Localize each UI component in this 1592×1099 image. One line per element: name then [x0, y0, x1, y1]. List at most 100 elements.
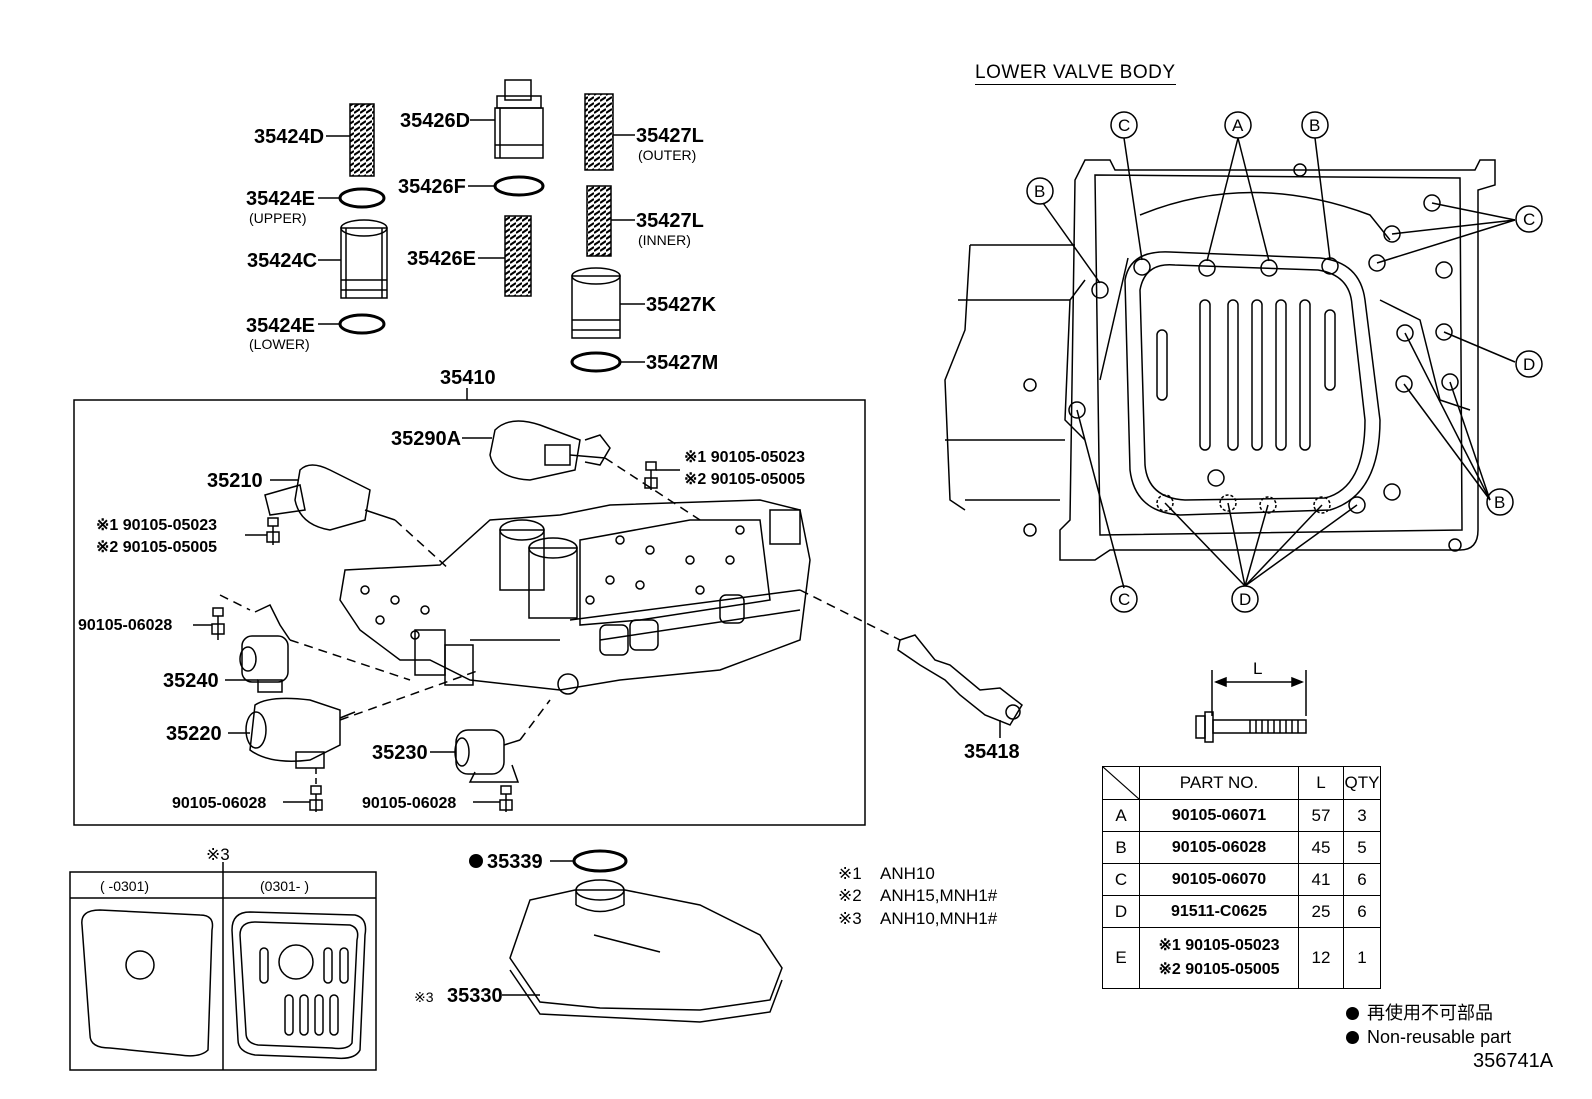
callout-leaders [1042, 137, 1516, 589]
label-35424C: 35424C [247, 250, 317, 272]
strainer-35330 [509, 879, 783, 1023]
o-ring-35427M [570, 351, 622, 373]
label-35424E-upper: 35424E [246, 188, 315, 210]
label-bolt-06028-b: 90105-06028 [172, 795, 266, 812]
label-35339: 35339 [487, 851, 543, 873]
row-part-no: 90105-06070 [1139, 863, 1299, 896]
callout-b-left [1026, 177, 1054, 205]
row-key: B [1102, 831, 1140, 864]
sleeve-35424C [340, 219, 388, 299]
solenoid-35210 [264, 464, 396, 531]
callout-b-left-letter: B [1034, 182, 1045, 201]
diagonal-line-icon [1103, 767, 1139, 799]
inset-right-range: (0301- ) [260, 878, 309, 894]
callout-b-bottom-letter: B [1494, 493, 1505, 512]
callout-a-top-letter: A [1232, 116, 1244, 135]
legend-line-2: Non-reusable part [1346, 1025, 1511, 1049]
legend-text-jp: 再使用不可部品 [1367, 1003, 1493, 1023]
solenoid-35230 [454, 729, 521, 783]
row-length: 25 [1298, 895, 1344, 928]
callout-c-right-letter: C [1523, 210, 1535, 229]
solenoid-35290A [489, 420, 611, 481]
table-row: C 90105-06070 41 6 [1102, 863, 1381, 896]
note-3-mark: ※3 [838, 909, 862, 928]
label-bolt-06028-c: 90105-06028 [362, 795, 456, 812]
label-35426F: 35426F [398, 176, 466, 198]
table-header-row: PART NO. L QTY [1102, 766, 1381, 800]
label-bolt-top-2: ※2 90105-05005 [684, 471, 805, 488]
row-length: 12 [1298, 927, 1344, 989]
row-length: 45 [1298, 831, 1344, 864]
lower-valve-body-view [944, 159, 1496, 561]
legend-text-en: Non-reusable part [1367, 1027, 1512, 1047]
callout-b-top-letter: B [1309, 116, 1320, 135]
table-row: A 90105-06071 57 3 [1102, 799, 1381, 832]
label-bolt-left-1: ※1 90105-05023 [96, 517, 217, 534]
row-qty: 1 [1343, 927, 1381, 989]
note-2-mark: ※2 [838, 886, 862, 905]
callout-d-right [1515, 350, 1543, 378]
label-35330: 35330 [447, 985, 503, 1007]
label-35210: 35210 [207, 470, 263, 492]
callout-a-top [1224, 111, 1252, 139]
illustration-ref-code: 356741A [1473, 1050, 1554, 1072]
non-reusable-dot-icon [1346, 1031, 1359, 1044]
row-length: 57 [1298, 799, 1344, 832]
label-35410: 35410 [440, 367, 496, 389]
table-row: B 90105-06028 45 5 [1102, 831, 1381, 864]
assembly-leaders [219, 457, 901, 741]
legend-line-1: 再使用不可部品 [1346, 1001, 1511, 1025]
o-ring-35424E-upper [338, 187, 386, 209]
label-35427L-inner: 35427L [636, 210, 704, 232]
label-35330-mark: ※3 [414, 989, 434, 1005]
legend: 再使用不可部品 Non-reusable part [1346, 1001, 1511, 1049]
callout-c-right [1515, 205, 1543, 233]
callout-c-bottom [1110, 585, 1138, 613]
note-1-mark: ※1 [838, 864, 862, 883]
valve-body-assembly [339, 499, 811, 695]
callout-c-bottom-letter: C [1118, 590, 1130, 609]
label-35220: 35220 [166, 723, 222, 745]
dimension-label: L [1253, 659, 1262, 678]
callout-d-bottom [1231, 585, 1259, 613]
inset-mark: ※3 [206, 845, 230, 864]
bolt-c-icon [499, 785, 513, 812]
label-lower-note: (LOWER) [249, 336, 310, 352]
plug-35426D [494, 79, 544, 159]
callout-c-top-letter: C [1118, 116, 1130, 135]
label-outer-note: (OUTER) [638, 147, 696, 163]
label-bolt-06028-a: 90105-06028 [78, 617, 172, 634]
bolt-top-icon [644, 461, 658, 490]
strainer-early-icon [81, 909, 214, 1057]
solenoid-35240 [239, 604, 291, 693]
label-35290A: 35290A [391, 428, 461, 450]
row-part-no: 90105-06028 [1139, 831, 1299, 864]
label-35427M: 35427M [646, 352, 718, 374]
bolt-dimension-icon [1195, 670, 1307, 743]
row-key: A [1102, 799, 1140, 832]
row-part-no-line-1: ※1 90105-05023 [1158, 937, 1280, 954]
callout-b-bottom-right [1486, 488, 1514, 516]
row-key: E [1102, 927, 1140, 989]
label-bolt-top-1: ※1 90105-05023 [684, 449, 805, 466]
label-35426D: 35426D [400, 110, 470, 132]
row-qty: 6 [1343, 863, 1381, 896]
label-35240: 35240 [163, 670, 219, 692]
header-qty: QTY [1343, 766, 1381, 800]
table-corner-cell [1102, 766, 1140, 800]
note-1-text: ANH10 [880, 864, 935, 883]
valve-body-group-frame [73, 399, 866, 826]
row-part-no: 91511-C0625 [1139, 895, 1299, 928]
bolt-spec-table: PART NO. L QTY A 90105-06071 57 3 B 9010… [1102, 766, 1381, 989]
callout-d-bottom-letter: D [1239, 590, 1251, 609]
header-part-no: PART NO. [1139, 766, 1299, 800]
spring-35424D [349, 103, 375, 177]
callout-d-right-letter: D [1523, 355, 1535, 374]
strainer-late-icon [231, 911, 367, 1060]
callout-c-top [1110, 111, 1138, 139]
row-part-no-line-2: ※2 90105-05005 [1158, 961, 1280, 978]
o-ring-35426F [493, 175, 545, 197]
note-2-text: ANH15,MNH1# [880, 886, 998, 905]
solenoid-35220 [245, 697, 356, 769]
